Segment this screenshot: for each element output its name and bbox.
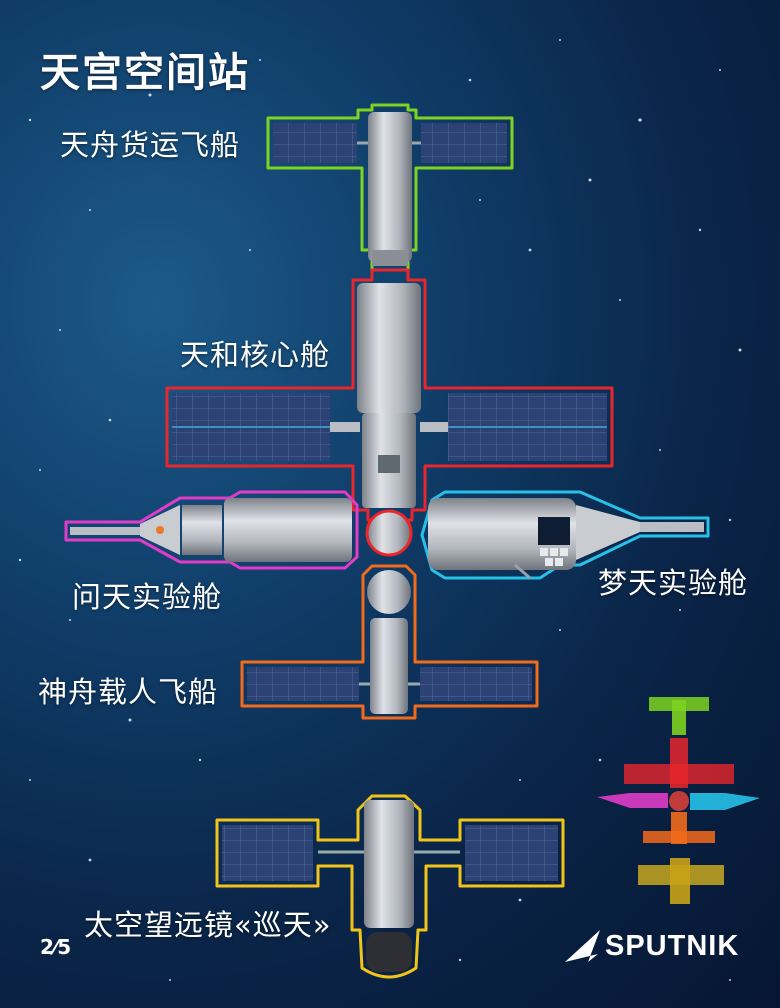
label-shenzhou: 神舟载人飞船: [38, 669, 218, 711]
label-tianhe: 天和核心舱: [180, 332, 330, 374]
station-minimap: [597, 697, 760, 904]
xuntian-telescope: [217, 796, 563, 977]
docking-node: [367, 511, 411, 555]
label-tianzhou: 天舟货运飞船: [60, 122, 240, 164]
sputnik-logo: SPUTNIK: [563, 930, 739, 963]
label-xuntian: 太空望远镜«巡天»: [84, 902, 332, 944]
wentian-lab-module: [66, 492, 357, 568]
tianhe-core-module: [167, 270, 612, 520]
label-mengtian: 梦天实验舱: [598, 560, 748, 602]
page-indicator: 2⁄5: [40, 935, 71, 959]
tianzhou-cargo-module: [268, 105, 512, 270]
label-wentian: 问天实验舱: [72, 574, 222, 616]
logo-text: SPUTNIK: [605, 930, 739, 963]
page-title: 天宫空间站: [40, 40, 250, 98]
shenzhou-crew-module: [242, 566, 537, 718]
